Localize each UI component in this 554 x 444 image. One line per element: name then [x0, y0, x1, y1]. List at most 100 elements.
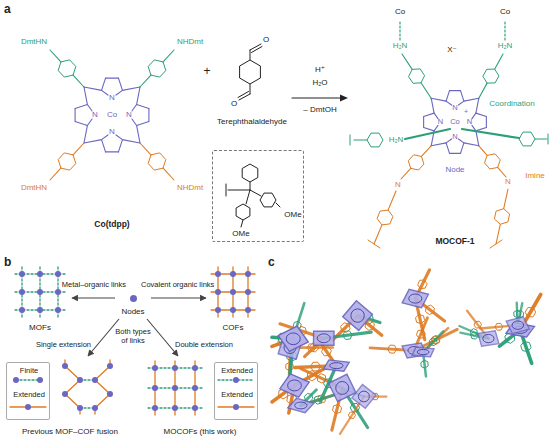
inset-box: ExtendedExtended: [214, 362, 258, 420]
benzene-ring: [471, 332, 478, 339]
porphyrin-core: [295, 402, 307, 409]
bond-line: [102, 90, 108, 95]
bond-line: [460, 91, 463, 101]
edge-label: Metal–organic links: [61, 281, 127, 290]
node-dot: [230, 271, 236, 277]
structure-label: H₂O: [312, 78, 327, 87]
bond-line: [476, 98, 479, 113]
bond-line: [250, 84, 251, 94]
bond-line: [399, 20, 400, 40]
bond-line: [102, 135, 108, 140]
benzene-ring: [236, 204, 250, 220]
bond-line: [479, 146, 487, 156]
bond-line: [486, 117, 487, 128]
bond-line: [50, 50, 61, 62]
structure-label: N: [467, 118, 472, 127]
node-text: Extended: [221, 367, 253, 376]
structure-label: +: [464, 108, 468, 116]
structure-label: Coordination: [489, 99, 534, 108]
benzene-ring: [322, 347, 332, 356]
porphyrin-core: [358, 391, 369, 402]
porphyrin-core: [288, 380, 302, 391]
porphyrin-core: [286, 333, 300, 345]
bond-line: [431, 143, 446, 146]
benzene-ring: [333, 405, 342, 414]
porphyrin-core: [409, 294, 422, 303]
bond-line: [490, 240, 502, 248]
node-dot: [77, 377, 83, 383]
bond-line: [401, 168, 411, 179]
benzene-ring: [148, 60, 166, 77]
node-dot: [152, 385, 158, 391]
benzene-ring: [408, 155, 424, 170]
structure-label: Co: [450, 118, 460, 127]
bond-line: [431, 98, 434, 113]
node-dot: [215, 307, 221, 313]
bond-line: [50, 168, 61, 180]
node-dot: [215, 289, 221, 295]
porphyrin-core: [317, 334, 330, 343]
bond-line: [75, 105, 87, 109]
bond-line: [75, 121, 87, 125]
bond-line: [498, 167, 506, 177]
mocof-panel: MOCOFs (this work)ExtendedExtended: [140, 356, 260, 440]
bond-line: [140, 75, 151, 87]
bond-line: [450, 153, 461, 154]
bond-line: [458, 139, 463, 143]
panel-label: a: [4, 3, 11, 17]
node-text: MOFs: [29, 323, 51, 332]
bond-line: [87, 105, 92, 111]
bond-line: [424, 127, 434, 130]
node-dot: [245, 289, 251, 295]
bond-line: [116, 135, 122, 140]
structure-label: O: [231, 99, 237, 108]
porphyrin-core: [512, 321, 524, 329]
bond-line: [73, 75, 84, 87]
bond-line: [228, 190, 250, 191]
structure-label: O: [263, 35, 269, 44]
bond-line: [238, 92, 249, 98]
benzene-ring: [58, 60, 76, 77]
node-dot: [130, 295, 137, 302]
bond-line: [450, 90, 461, 91]
link-arrow: [72, 297, 115, 298]
benzene-ring: [58, 153, 76, 170]
bond-line: [84, 125, 87, 143]
bond-line: [476, 131, 479, 146]
node-dot: [37, 271, 43, 277]
panel-label: b: [4, 256, 11, 270]
link-arrow: [88, 319, 119, 356]
bond-line: [163, 168, 174, 180]
bond-line: [460, 143, 463, 153]
benzene-ring: [377, 210, 393, 225]
bond-line: [106, 151, 119, 152]
structure-label: N: [126, 110, 132, 119]
bond-line: [118, 140, 122, 152]
link-arrow: [151, 297, 206, 298]
bond-line: [122, 140, 140, 143]
node-dot: [192, 385, 198, 391]
bond-line: [137, 125, 140, 143]
structure-label: – DmtOH: [303, 105, 336, 114]
node-dot: [92, 405, 98, 411]
bond-line: [350, 135, 351, 145]
porphyrin-node: [278, 326, 308, 351]
node-dot: [245, 271, 251, 277]
node-dot: [245, 307, 251, 313]
structure-label: N: [109, 127, 115, 136]
node-dot: [215, 271, 221, 277]
bond-line: [504, 20, 505, 40]
node-dot: [37, 377, 43, 383]
bond-line: [95, 394, 110, 408]
node-dot: [62, 391, 68, 397]
bond-line: [292, 97, 342, 98]
structure-label: Node: [445, 165, 464, 174]
benzene-ring: [416, 315, 425, 324]
node-text: Extended: [221, 391, 253, 400]
bond-line: [65, 366, 80, 380]
fusion-panel: Previous MOF–COF fusionFiniteExtended: [3, 356, 137, 440]
node-dot: [233, 377, 239, 383]
bond-line: [163, 50, 174, 62]
